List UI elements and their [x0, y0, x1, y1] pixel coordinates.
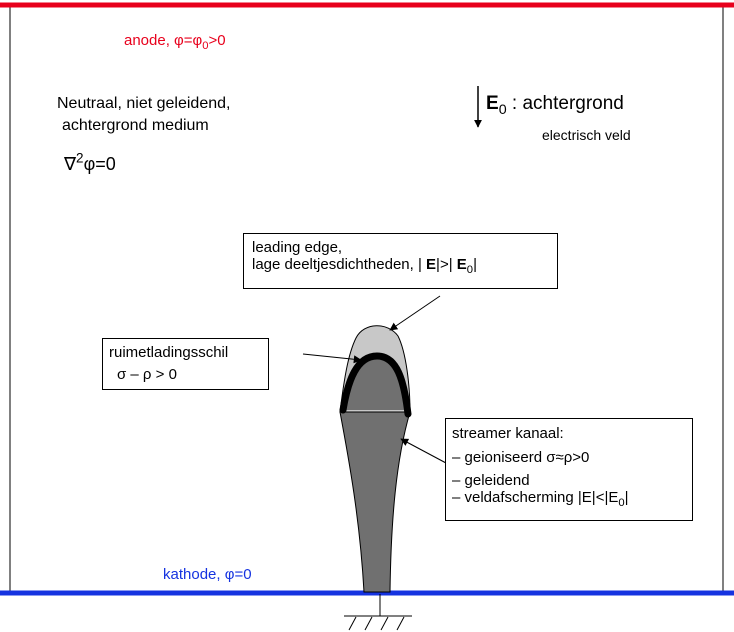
channel-pointer	[400, 438, 447, 464]
field-label-line-2: electrisch veld	[542, 127, 631, 143]
laplace-equation: ∇2φ=0	[64, 151, 116, 174]
anode-label: anode, φ=φ0>0	[124, 32, 226, 52]
laplace-rest: φ=0	[83, 154, 116, 174]
cathode-label-prefix: kathode,	[163, 566, 225, 583]
anode-label-prefix: anode,	[124, 32, 175, 49]
field-symbol-sub: 0	[498, 101, 507, 118]
field-label: E0 : achtergrond	[486, 93, 624, 117]
space-charge-callout: ruimetladingsschil σ – ρ > 0	[102, 338, 269, 390]
medium-line-2: achtergrond medium	[62, 117, 209, 134]
cathode-label: kathode, φ=0	[163, 567, 252, 582]
space-charge-title: ruimetladingsschil	[109, 344, 229, 361]
channel-item-shielding-sub: 0	[618, 496, 625, 509]
nabla-symbol: ∇	[64, 154, 77, 174]
channel-title: streamer kanaal:	[452, 425, 564, 442]
space-charge-formula: σ – ρ > 0	[117, 366, 177, 383]
field-symbol: E	[486, 93, 499, 114]
leading-edge-gt: |>|	[436, 256, 457, 273]
streamer-channel	[339, 411, 411, 593]
leading-edge-line-1: leading edge,	[252, 239, 343, 256]
anode-label-sub: 0	[202, 39, 209, 52]
channel-callout: streamer kanaal: – geioniseerd σ≈ρ>0 – g…	[445, 418, 693, 521]
field-label-text: : achtergrond	[506, 93, 624, 114]
anode-label-suffix: >0	[208, 32, 226, 49]
cathode-label-phi: φ	[224, 566, 235, 583]
channel-item-shielding-text: – veldafscherming |E|<|E	[452, 489, 619, 506]
anode-label-phi0: φ	[192, 32, 203, 49]
leading-edge-e: E	[426, 256, 437, 273]
leading-edge-pointer	[389, 295, 441, 331]
leading-edge-callout: leading edge, lage deeltjesdichtheden, |…	[243, 233, 558, 289]
ground-symbol	[344, 594, 412, 631]
laplace-exponent: 2	[76, 150, 84, 166]
space-charge-pointer	[302, 353, 362, 364]
leading-edge-e0: E	[456, 256, 467, 273]
channel-item-shielding: – veldafscherming |E|<|E0|	[452, 489, 686, 509]
anode-label-phi: φ	[174, 32, 184, 49]
cathode-label-suffix: =0	[234, 566, 252, 583]
medium-line-1: Neutraal, niet geleidend,	[57, 95, 231, 112]
leading-edge-e0-sub: 0	[466, 263, 474, 276]
channel-item-ionized: – geioniseerd σ≈ρ>0	[452, 449, 590, 466]
leading-edge-line-2: lage deeltjesdichtheden, | E|>| E0|	[252, 256, 549, 276]
channel-item-conducting: – geleidend	[452, 472, 530, 489]
channel-item-shielding-close: |	[624, 489, 629, 506]
space-charge-shell	[339, 352, 412, 418]
streamer-inner-core	[346, 356, 407, 410]
anode-label-eq: =	[183, 32, 193, 49]
leading-edge-text: lage deeltjesdichtheden, |	[252, 256, 427, 273]
leading-edge-close: |	[473, 256, 477, 273]
